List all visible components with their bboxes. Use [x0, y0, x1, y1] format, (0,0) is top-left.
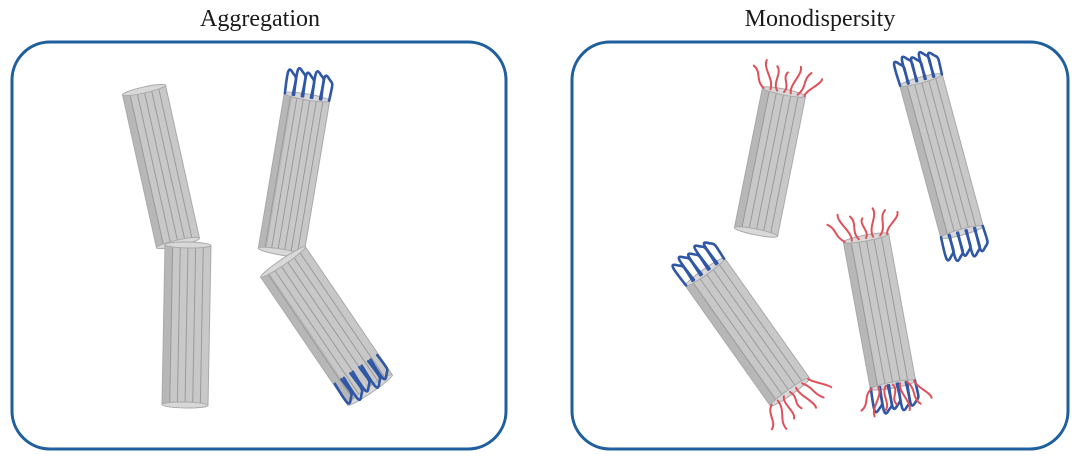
dispersed-rod-1	[733, 58, 824, 238]
monodispersity-frame	[570, 40, 1070, 451]
aggregation-title: Aggregation	[200, 6, 320, 32]
dispersed-rod-2	[892, 50, 989, 263]
aggregated-rod-upper-left	[121, 83, 201, 250]
monodispersity-title: Monodispersity	[744, 6, 896, 32]
aggregated-rod-lower-right	[259, 246, 394, 406]
dispersed-rod-3	[671, 241, 833, 431]
aggregation-frame	[10, 40, 508, 451]
aggregated-rod-upper-right	[257, 66, 334, 258]
aggregated-rod-lower-left	[161, 241, 212, 409]
dispersed-rod-4	[826, 207, 933, 418]
